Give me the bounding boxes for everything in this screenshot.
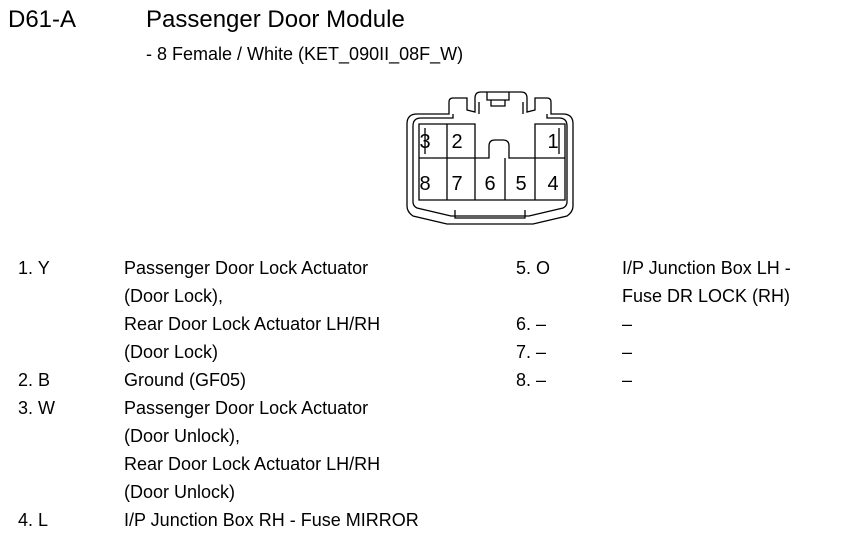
pin-label-7: 7 [451,173,462,195]
pin-description-line: – [622,342,633,362]
pin-description-line: Ground (GF05) [124,370,247,390]
pin-description-line: (Door Lock), [124,286,224,306]
pin-description: Ground (GF05) [124,366,246,394]
pin-label-1: 1 [547,131,558,153]
pin-id: 7. – [516,342,547,362]
pin-id: 4. L [18,510,49,530]
pin-description-line: I/P Junction Box RH - Fuse MIRROR [124,510,419,530]
pin-label-2: 2 [451,131,462,153]
pin-id: 5. O [516,258,551,278]
pin-description-line: – [622,370,633,390]
pin-description-line: Fuse DR LOCK (RH) [622,286,791,306]
pin-description: – [622,310,632,338]
pin-grid [418,123,566,201]
pin-description-line: Rear Door Lock Actuator LH/RH [124,314,381,334]
connector-code: D61-A [8,6,77,33]
pin-id: 6. – [516,314,547,334]
pin-description-line: (Door Unlock), [124,426,241,446]
pin-description: Passenger Door Lock Actuator (Door Unloc… [124,394,380,506]
pin-description-line: Rear Door Lock Actuator LH/RH [124,454,381,474]
connector-housing-outline [406,91,574,225]
pin-description: Passenger Door Lock Actuator (Door Lock)… [124,254,380,366]
pin-label-6: 6 [484,173,495,195]
connector-bottom-key [454,210,526,219]
pin-id: 8. – [516,370,547,390]
pin-id: 2. B [18,370,51,390]
pin-id: 1. Y [18,258,50,278]
pin-description-line: (Door Lock) [124,342,219,362]
pin-label-5: 5 [515,173,526,195]
pin-description-line: – [622,314,633,334]
pin-id: 3. W [18,398,56,418]
pin-label-3: 3 [419,131,430,153]
page-title: Passenger Door Module [146,6,405,33]
pin-description: – [622,338,632,366]
connector-latch [486,92,510,107]
pin-description-line: I/P Junction Box LH - [622,258,791,278]
pin-label-4: 4 [547,173,558,195]
connector-inner-frame [412,114,568,217]
pin-description-line: Passenger Door Lock Actuator [124,258,369,278]
connector-spec: - 8 Female / White (KET_090II_08F_W) [146,44,464,64]
pin-label-8: 8 [419,173,430,195]
pin-description-line: Passenger Door Lock Actuator [124,398,369,418]
connector-face-diagram: 3 2 1 8 7 6 5 4 [406,91,574,225]
pin-description-line: (Door Unlock) [124,482,236,502]
pin-description: – [622,366,632,394]
pin-description: I/P Junction Box LH - Fuse DR LOCK (RH) [622,254,791,310]
pin-description: I/P Junction Box RH - Fuse MIRROR [124,506,419,534]
